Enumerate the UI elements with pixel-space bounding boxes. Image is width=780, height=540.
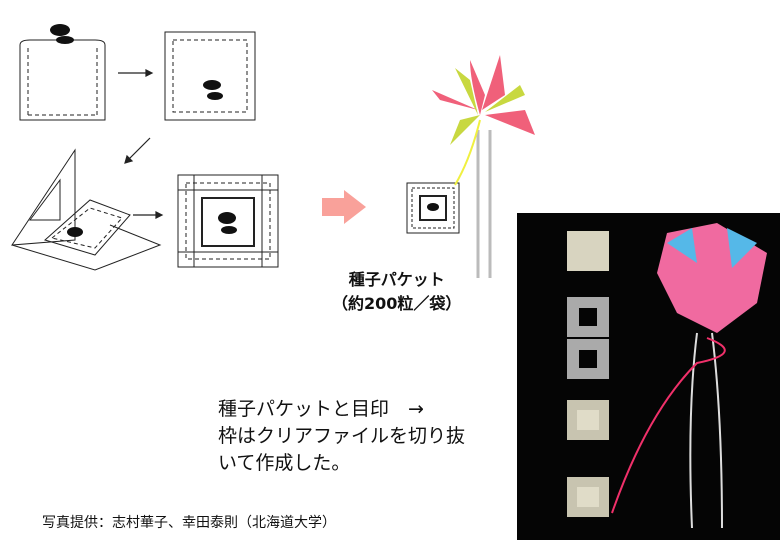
big-arrow-icon (322, 190, 366, 224)
frame-fold (11, 148, 162, 271)
note-line3: いて作成した。 (218, 452, 351, 474)
seed-icons (50, 24, 439, 237)
small-framed-packet (406, 182, 460, 234)
sealed-bag (164, 31, 256, 121)
marker-photo (517, 213, 780, 540)
seed-packet-label: 種子パケット （約200粒／袋） (332, 268, 461, 316)
photo-content (567, 223, 767, 529)
packet-label-line2: （約200粒／袋） (332, 294, 462, 313)
pinwheel-marker (432, 55, 535, 278)
open-bag (19, 39, 106, 121)
photo-credit: 写真提供：志村華子、幸田泰則（北海道大学） (42, 515, 336, 531)
packet-label-line1: 種子パケット (348, 270, 445, 289)
note-line1: 種子パケットと目印 → (218, 398, 424, 420)
framed-packet (177, 174, 279, 268)
note-line2: 枠はクリアファイルを切り抜 (218, 425, 466, 447)
note-text: 種子パケットと目印 → 枠はクリアファイルを切り抜 いて作成した。 (218, 396, 465, 477)
